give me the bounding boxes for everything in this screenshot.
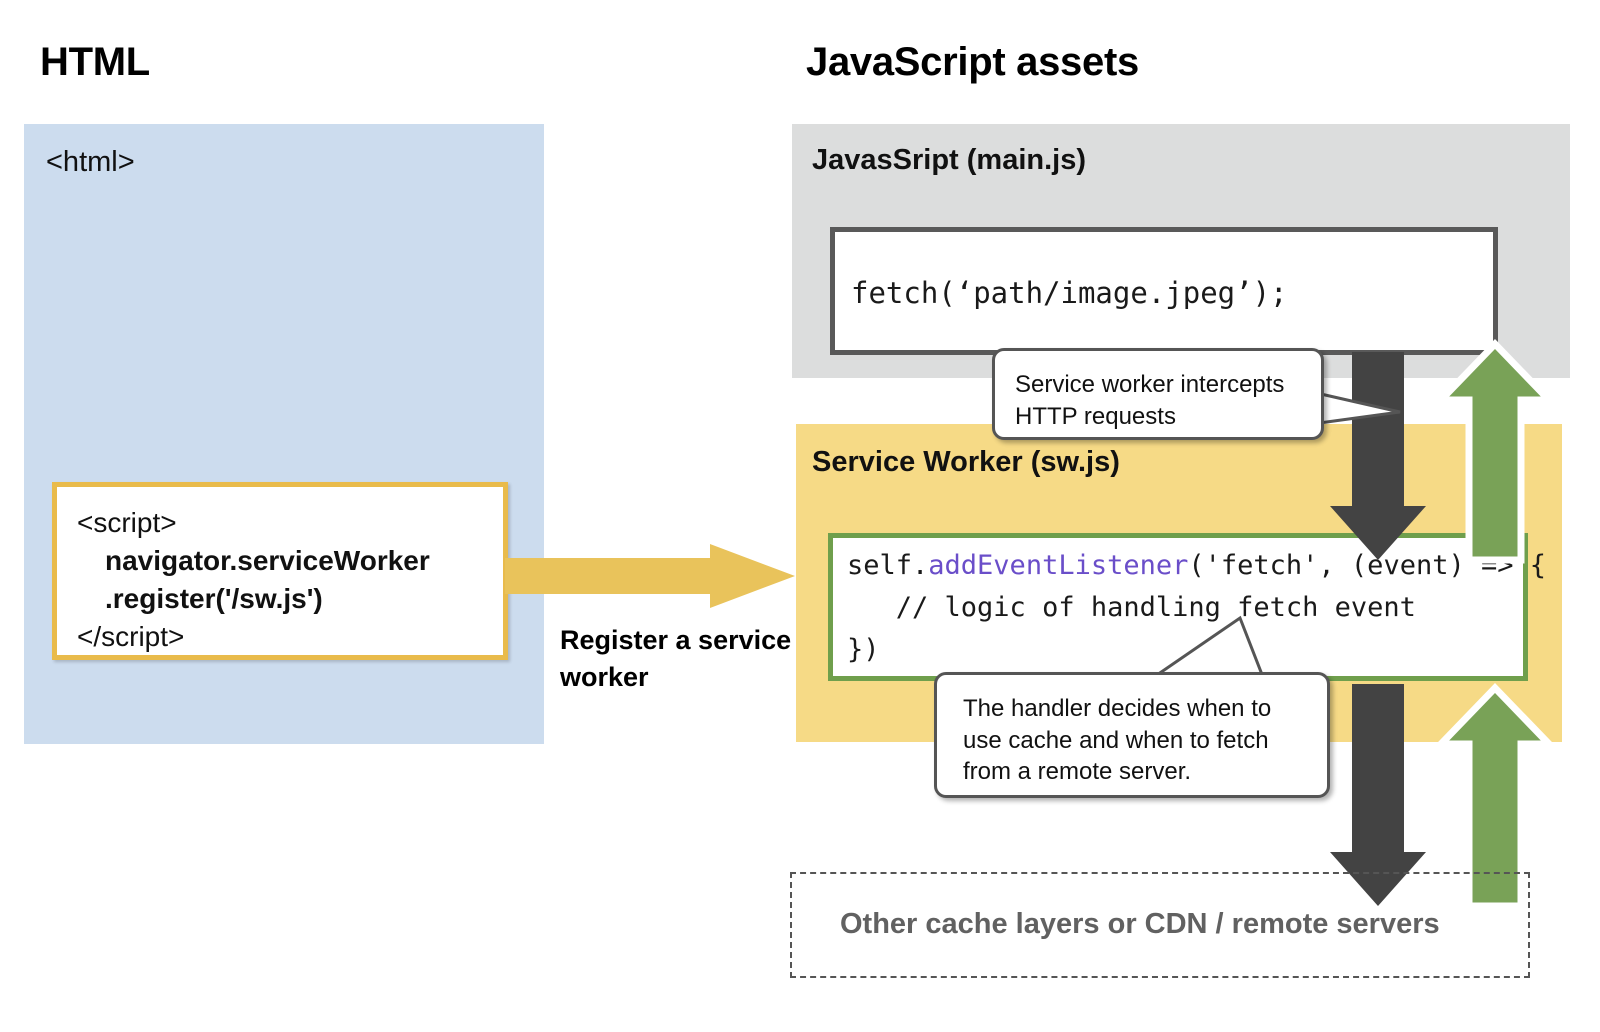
- callout-intercept-text: Service worker intercepts HTTP requests: [1015, 369, 1284, 432]
- mainjs-code-box: fetch(‘path/image.jpeg’);: [830, 227, 1498, 355]
- callout-intercept: Service worker intercepts HTTP requests: [992, 348, 1324, 440]
- script-line-open: <script>: [77, 507, 177, 538]
- callout-handler-line1: The handler decides when to: [963, 695, 1272, 722]
- html-column-title: HTML: [40, 40, 150, 84]
- callout-intercept-tail: [1310, 390, 1401, 426]
- sw-code-addeventlistener: addEventListener: [928, 550, 1189, 581]
- remote-servers-label: Other cache layers or CDN / remote serve…: [840, 908, 1440, 940]
- callout-handler-line3: from a remote server.: [963, 758, 1192, 786]
- sw-code-self: self.: [847, 550, 929, 581]
- script-line-register: .register('/sw.js'): [105, 583, 323, 614]
- remote-servers-box: [790, 872, 1530, 978]
- mainjs-code-line: fetch(‘path/image.jpeg’);: [851, 276, 1288, 310]
- html-open-tag-label: <html>: [46, 146, 135, 178]
- js-column-title: JavaScript assets: [806, 40, 1139, 84]
- register-arrow-icon: [505, 544, 795, 608]
- serviceworker-panel-title: Service Worker (sw.js): [812, 446, 1120, 478]
- script-line-close: </script>: [77, 621, 185, 652]
- script-code-box: <script> navigator.serviceWorker .regist…: [52, 482, 508, 660]
- callout-handler: The handler decides when to use cache an…: [934, 672, 1330, 798]
- sw-code-line-1: self.addEventListener('fetch', (event) =…: [847, 552, 1546, 579]
- sw-code-line-2: // logic of handling fetch event: [847, 592, 1416, 623]
- sw-code-line-3: }): [847, 634, 880, 665]
- mainjs-panel-title: JavasSript (main.js): [812, 144, 1086, 176]
- callout-handler-text: The handler decides when to use cache an…: [963, 693, 1271, 788]
- script-line-navigator: navigator.serviceWorker: [105, 545, 430, 576]
- register-arrow-label: Register a service worker: [560, 625, 792, 693]
- serviceworker-code-box: self.addEventListener('fetch', (event) =…: [828, 533, 1546, 681]
- sw-code-args: ('fetch', (event) => {: [1188, 550, 1546, 581]
- callout-handler-line2: use cache and when to fetch: [963, 726, 1269, 754]
- callout-intercept-line1: Service worker intercepts: [1015, 371, 1285, 398]
- callout-intercept-line2: HTTP requests: [1015, 402, 1176, 430]
